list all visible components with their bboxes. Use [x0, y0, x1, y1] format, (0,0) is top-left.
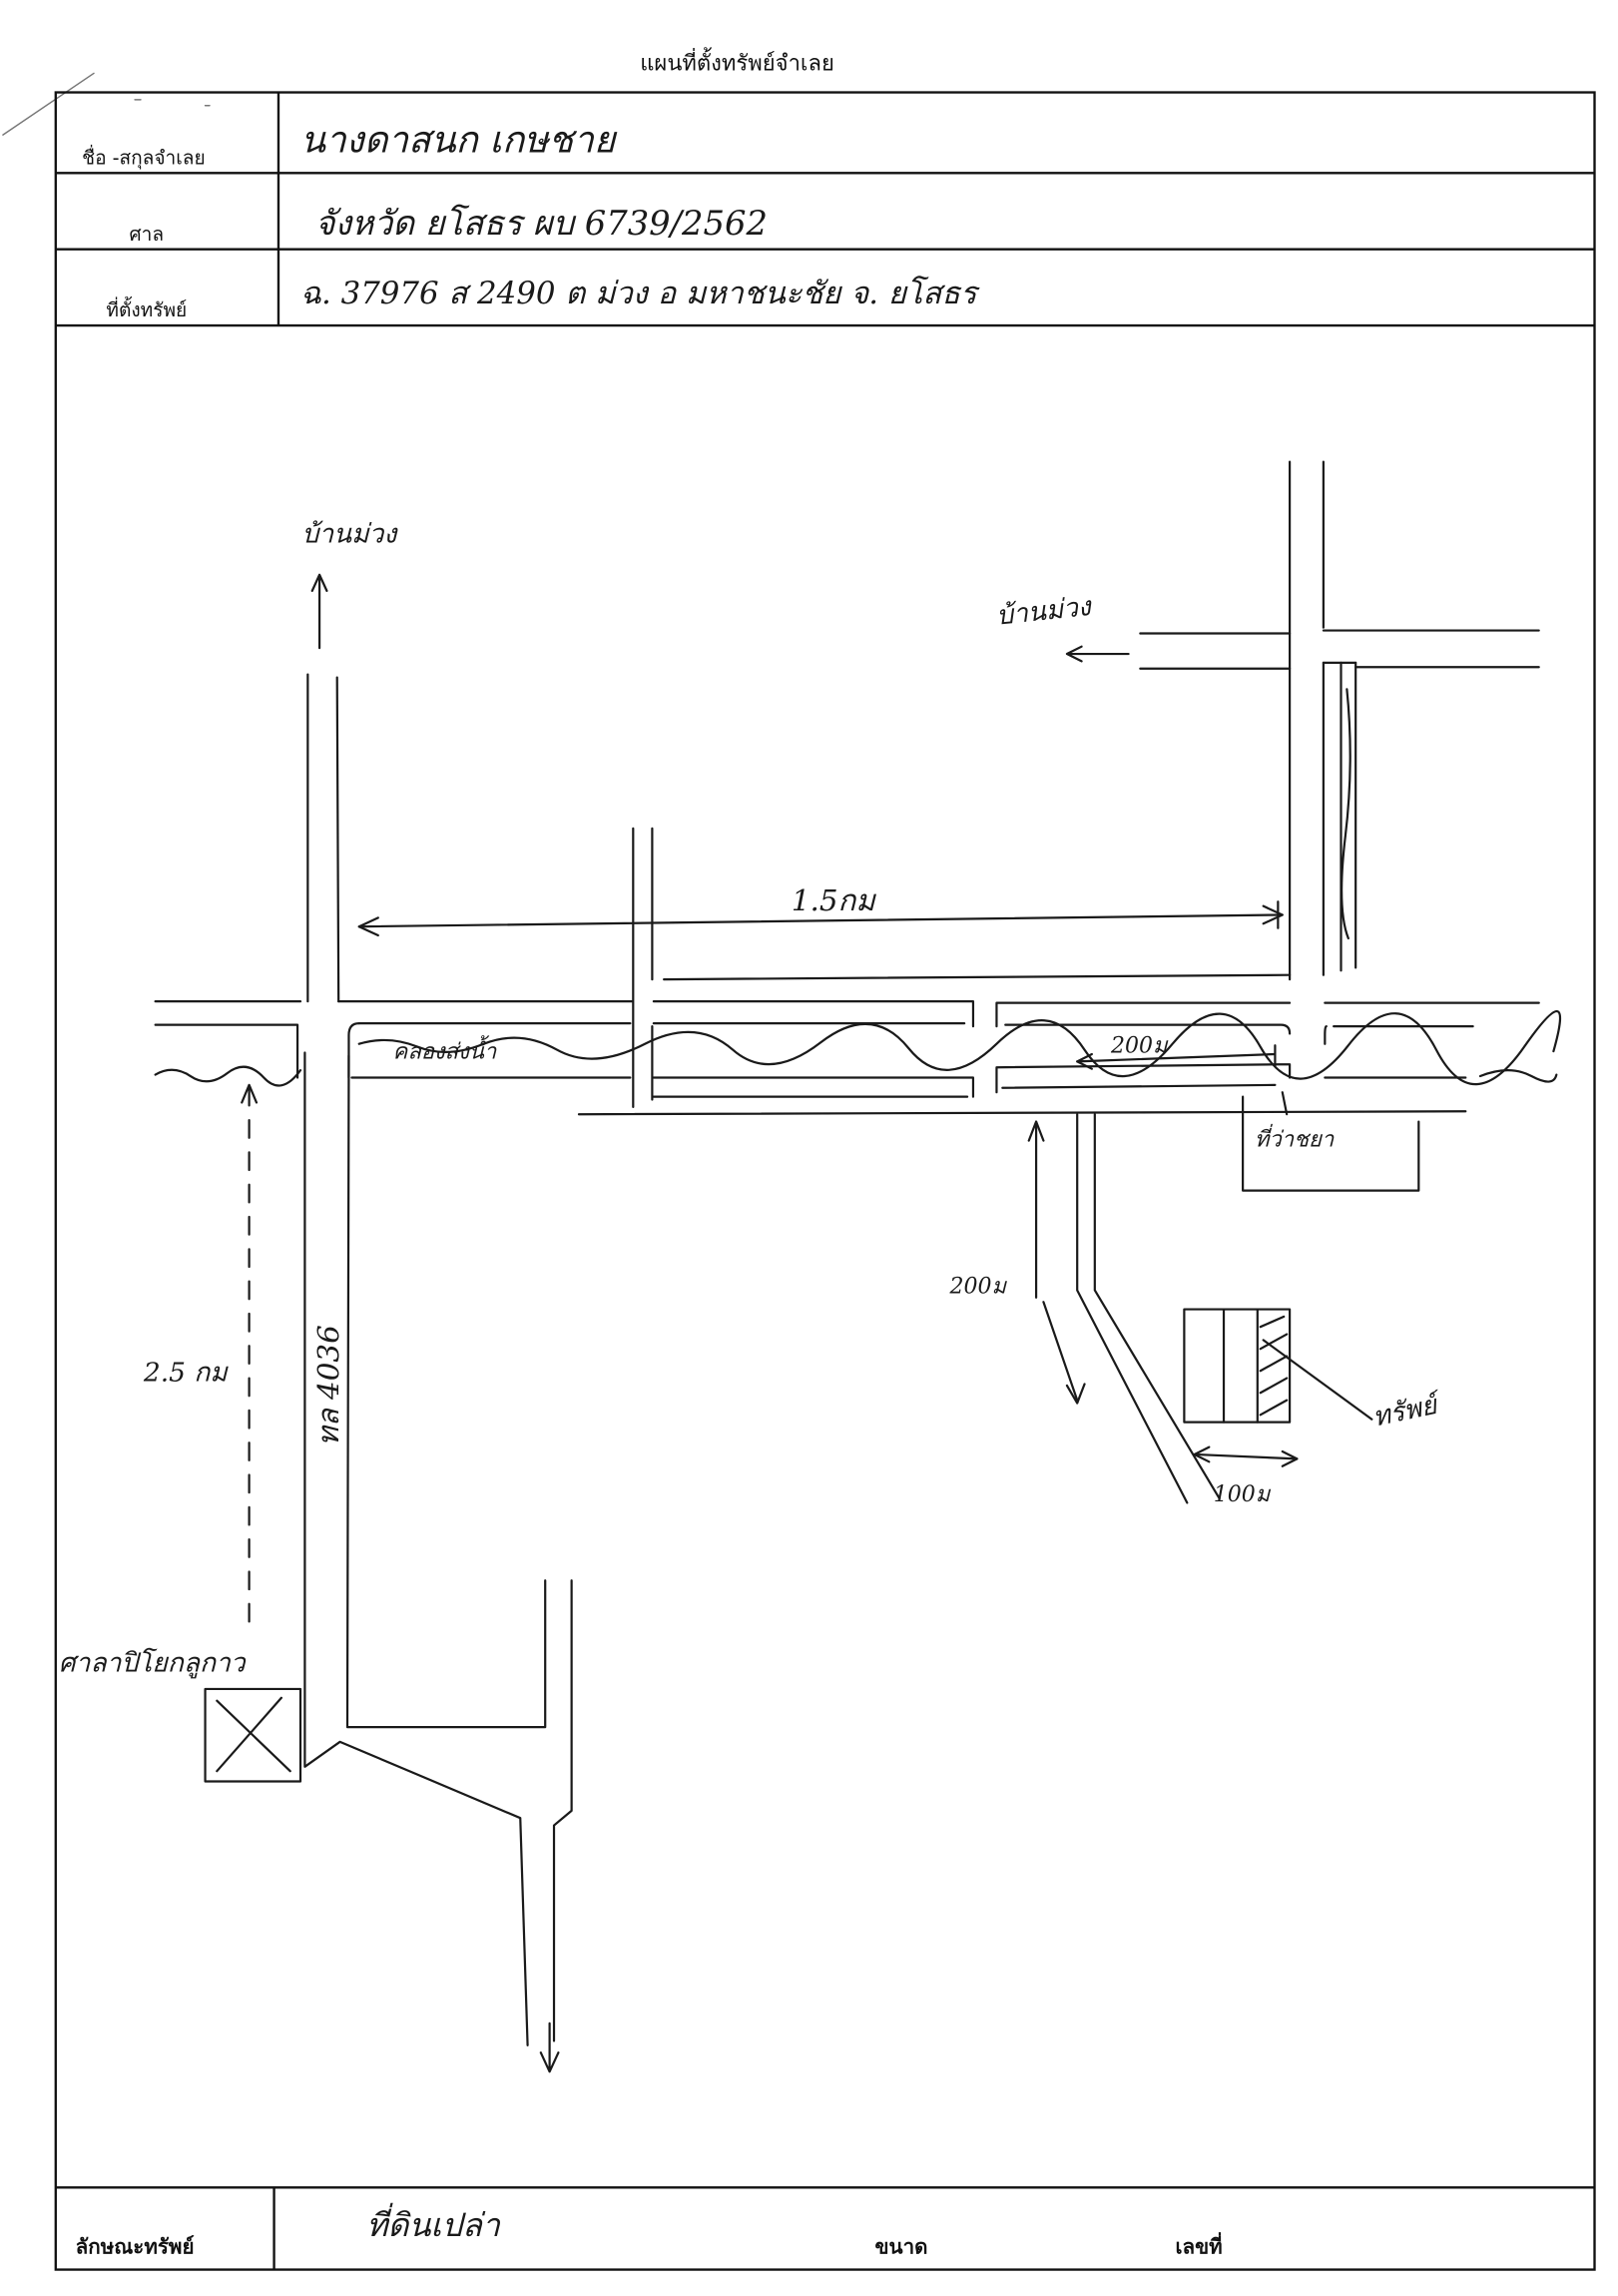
road-edge	[1324, 1024, 1474, 1045]
arrow-head	[1027, 1120, 1045, 1142]
shrine-cross	[216, 1696, 291, 1773]
label-east-village: บ้านม่วง	[995, 591, 1095, 632]
arrow-line	[357, 913, 1284, 928]
property-type-value: ที่ดินเปล่า	[366, 2202, 501, 2244]
arrow-head	[1065, 1383, 1086, 1405]
distance-arrow-top	[357, 900, 1284, 937]
number-label: เลขที่	[1175, 2231, 1222, 2258]
parcel-hatch	[1259, 1315, 1289, 1417]
canal-wave	[1341, 688, 1351, 940]
arrow-head	[1193, 1445, 1211, 1463]
arrow-line	[1076, 1052, 1277, 1063]
label-distance-left: 2.5 กม	[143, 1358, 229, 1389]
road-edge	[652, 1000, 975, 1028]
direction-arrow	[539, 2021, 560, 2073]
label-distance-side-road: 200ม	[948, 1274, 1007, 1299]
shrine-marker	[204, 1687, 302, 1783]
label-shrine: ศาลาปิโยกลูกาว	[59, 1647, 248, 1678]
arrow-head	[1076, 1052, 1093, 1070]
arrow-head	[1262, 904, 1284, 925]
arrow-line	[1193, 1452, 1299, 1460]
road-edge	[577, 1110, 1467, 1116]
canal-wave	[357, 1009, 1562, 1086]
road-edge	[345, 1054, 547, 1729]
label-property: ทรัพย์	[1370, 1389, 1444, 1434]
road-edge	[995, 1001, 1292, 1028]
label-distance-top: 1.5กม	[792, 883, 876, 917]
road-edge	[552, 1579, 573, 2042]
canal	[154, 1009, 1562, 1087]
road-edge	[1093, 1113, 1221, 1500]
arrow-head	[1281, 1449, 1299, 1467]
scan-stroke	[2, 72, 95, 136]
arrow-head	[241, 1083, 259, 1104]
scan-artifact	[2, 72, 211, 136]
label-property-width: 100ม	[1214, 1482, 1272, 1507]
canal-wave	[154, 1065, 302, 1087]
distance-arrow-canal	[1076, 1044, 1277, 1070]
road-edge	[335, 676, 340, 1003]
label-highway: ทล 4036	[311, 1325, 345, 1445]
court-value: จังหวัด ยโสธร ผบ 6739/2562	[315, 204, 768, 243]
road-edge	[1478, 1069, 1558, 1083]
road-edge	[1076, 1113, 1189, 1504]
landmark-pointer	[1281, 1091, 1289, 1116]
arrow-head	[357, 916, 379, 937]
label-landmark: ที่ว่าชยา	[1255, 1124, 1335, 1153]
page-title: แผนที่ตั้งทรัพย์จำเลย	[640, 47, 834, 76]
road-edge	[154, 1023, 299, 1079]
court-label: ศาล	[130, 223, 165, 246]
label-canal: คลองส่งน้ำ	[393, 1034, 497, 1064]
shrine-outline	[204, 1687, 302, 1783]
defendant-name-label: ชื่อ -สกุลจำเลย	[82, 144, 206, 170]
road-edge	[663, 973, 1292, 981]
road-side-south-east	[1076, 1113, 1221, 1504]
label-distance-canal: 200ม	[1110, 1034, 1169, 1059]
form-frame	[54, 91, 1596, 2271]
label-north-village: บ้านม่วง	[301, 518, 398, 549]
road-edge	[995, 1063, 1292, 1094]
sketch-map	[154, 460, 1562, 2073]
property-type-label: ลักษณะทรัพย์	[76, 2234, 195, 2258]
parcel-outline	[1183, 1308, 1292, 1424]
road-north-east	[1065, 460, 1540, 981]
road-north-west	[306, 573, 340, 1003]
distance-arrow-left	[241, 1083, 259, 1636]
distance-arrow-parcel	[1193, 1445, 1299, 1467]
road-highway	[303, 1051, 573, 2073]
property-location-label: ที่ตั้งทรัพย์	[106, 296, 187, 321]
form-border	[54, 91, 1596, 2271]
road-edge	[1004, 1023, 1292, 1035]
landmark-box	[1242, 1091, 1420, 1192]
arrow-line	[1042, 1301, 1079, 1402]
size-label: ขนาด	[875, 2234, 928, 2258]
parcel-pointer	[1262, 1339, 1373, 1421]
road-connector-middle	[632, 827, 654, 1108]
direction-arrow	[310, 573, 328, 650]
distance-arrow-side-road	[1027, 1120, 1086, 1405]
road-edge	[1322, 661, 1540, 669]
road-edge	[652, 1076, 975, 1098]
road-main	[154, 973, 1558, 1116]
landmark-outline	[1242, 1095, 1420, 1192]
road-edge	[1001, 1083, 1277, 1089]
road-edge	[347, 1022, 360, 1079]
property-location-value: ฉ. 37976 ส 2490 ต ม่วง อ มหาชนะชัย จ. ยโ…	[300, 276, 980, 311]
road-edge	[303, 1051, 529, 2046]
defendant-name-value: นางดาสนก เกษชาย	[300, 119, 618, 162]
property-parcel	[1183, 1308, 1373, 1424]
direction-arrow	[1065, 645, 1130, 663]
